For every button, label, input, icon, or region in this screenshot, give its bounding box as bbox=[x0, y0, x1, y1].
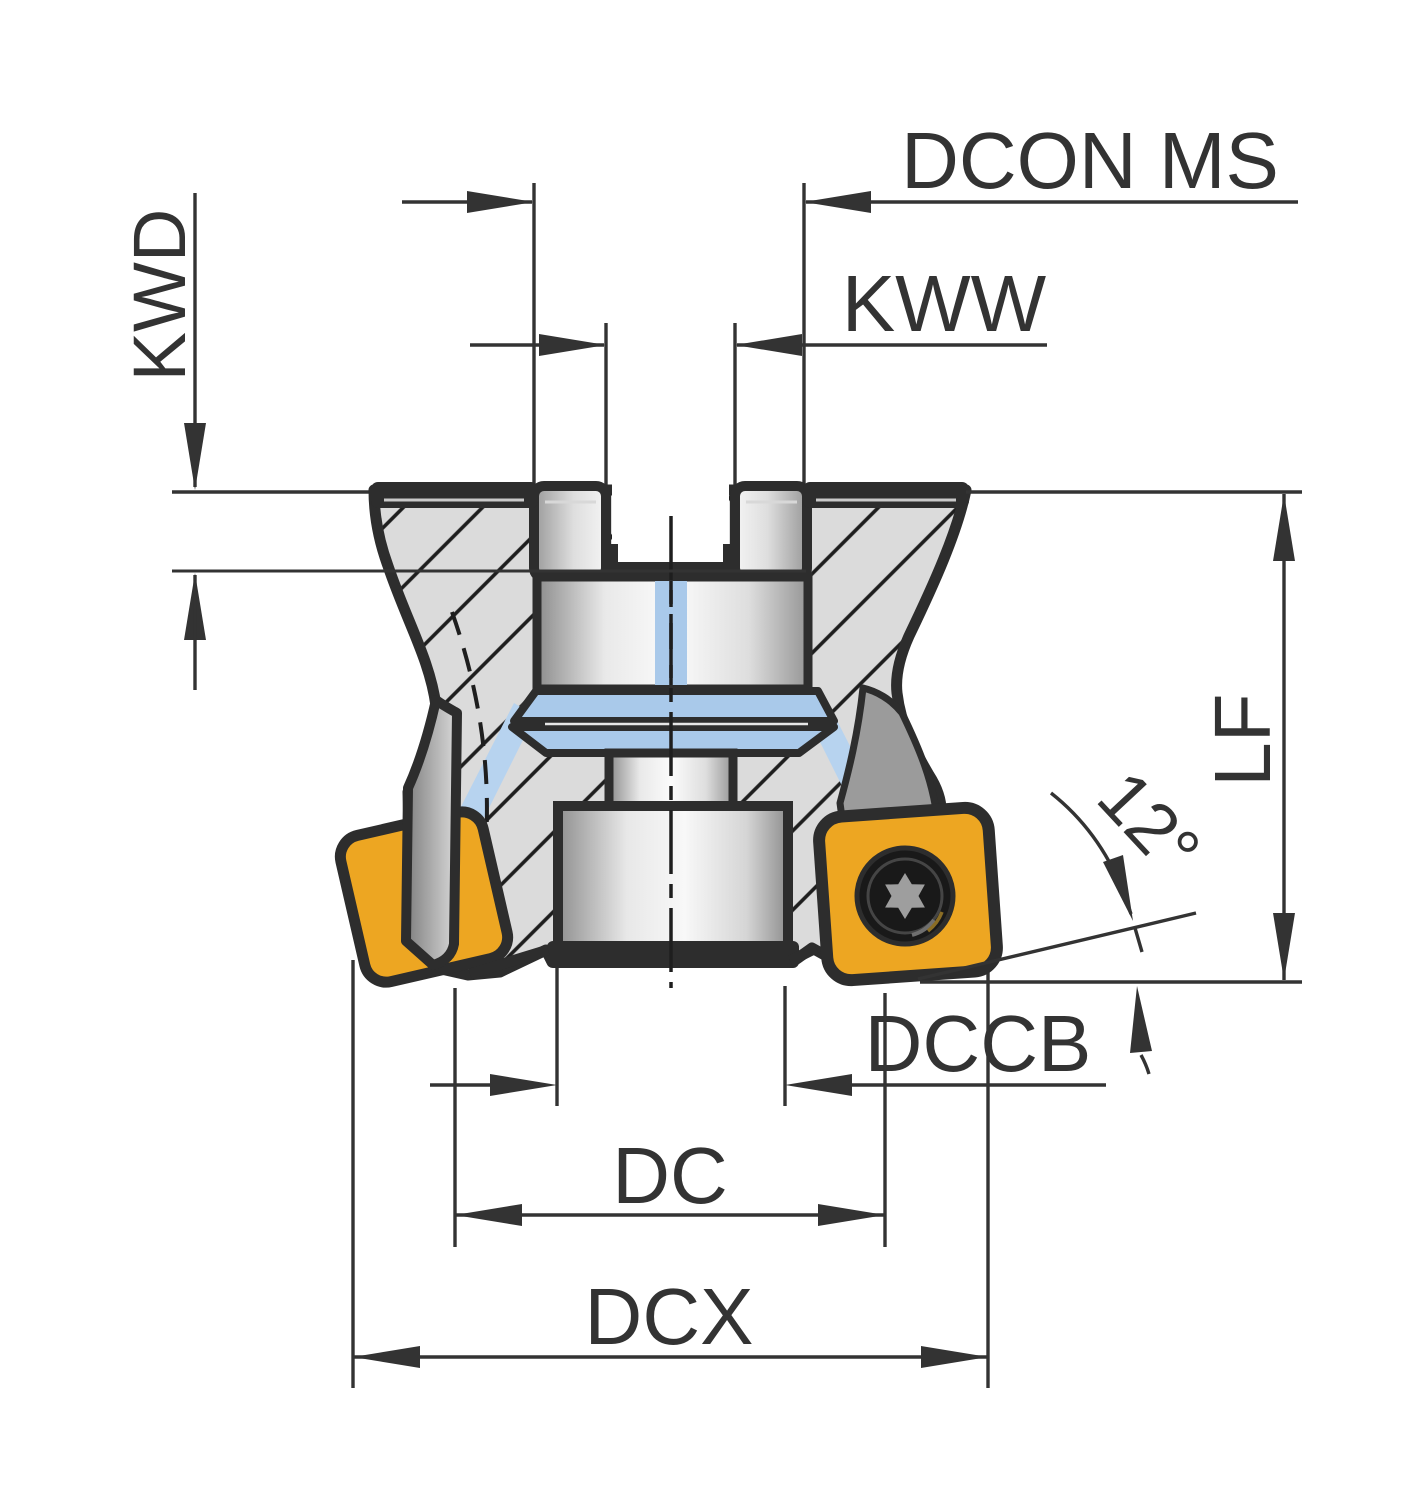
label-lf: LF bbox=[1198, 693, 1287, 786]
dimension-lf bbox=[920, 490, 1302, 984]
boss-left bbox=[529, 481, 611, 583]
dimension-angle-12 bbox=[917, 791, 1197, 1075]
screw-gold-glint bbox=[926, 911, 944, 933]
hub-cylinder bbox=[553, 801, 793, 957]
dcon-arrow-right bbox=[804, 191, 871, 213]
label-dcx: DCX bbox=[585, 1272, 754, 1361]
angle-arrow-lower bbox=[1130, 986, 1152, 1053]
screw-socket-ring bbox=[866, 857, 944, 935]
hub-bottom-band bbox=[547, 941, 799, 968]
dccb-arrow-left bbox=[490, 1074, 557, 1096]
dimension-dcon-ms bbox=[402, 183, 1298, 487]
boss-right-foot bbox=[723, 544, 739, 570]
coolant-flange-lower bbox=[508, 723, 838, 757]
top-rim-left bbox=[371, 482, 538, 508]
label-dccb: DCCB bbox=[865, 999, 1092, 1088]
label-dc: DC bbox=[612, 1131, 728, 1220]
kwd-arrow-down bbox=[184, 423, 206, 490]
label-kww: KWW bbox=[842, 259, 1047, 348]
dc-arrow-left bbox=[455, 1204, 522, 1226]
dimension-kww bbox=[470, 323, 1047, 497]
dcon-arrow-left bbox=[467, 191, 534, 213]
dimension-kwd bbox=[172, 193, 372, 690]
lf-arrow-down bbox=[1273, 913, 1295, 980]
cutter-body bbox=[172, 478, 1003, 988]
dimension-dc bbox=[453, 988, 887, 1247]
dc-arrow-right bbox=[818, 1204, 885, 1226]
boss-right bbox=[730, 481, 812, 583]
label-kwd: KWD bbox=[118, 209, 201, 382]
angle-inclined-line bbox=[917, 911, 1197, 981]
dimension-dccb bbox=[430, 962, 1106, 1106]
label-dcon-ms: DCON MS bbox=[901, 116, 1279, 205]
dccb-arrow-right bbox=[785, 1074, 852, 1096]
bottom-face-edge-right bbox=[787, 943, 819, 966]
screw-highlight-arc bbox=[911, 918, 936, 937]
insert-pocket-right bbox=[836, 684, 942, 844]
dimension-dcx bbox=[351, 950, 990, 1388]
kww-arrow-right bbox=[735, 334, 802, 356]
top-rim-right bbox=[803, 482, 969, 508]
insert-pocket-left-wedge bbox=[401, 695, 462, 970]
angle-arc-tail bbox=[1139, 1054, 1151, 1075]
angle-arc-overshoot bbox=[1133, 927, 1144, 953]
bottom-face-edge-left bbox=[468, 944, 550, 980]
torx-star-icon bbox=[885, 873, 925, 919]
boss-left-foot bbox=[602, 544, 618, 570]
label-angle: 12° bbox=[1082, 757, 1215, 891]
dcx-arrow-right bbox=[921, 1346, 988, 1368]
angle-arrow-upper bbox=[1103, 855, 1133, 921]
lf-arrow-up bbox=[1273, 494, 1295, 561]
dcx-arrow-left bbox=[353, 1346, 420, 1368]
coolant-flange-upper bbox=[510, 687, 838, 725]
kww-arrow-left bbox=[539, 334, 606, 356]
clamp-screw bbox=[854, 845, 956, 947]
